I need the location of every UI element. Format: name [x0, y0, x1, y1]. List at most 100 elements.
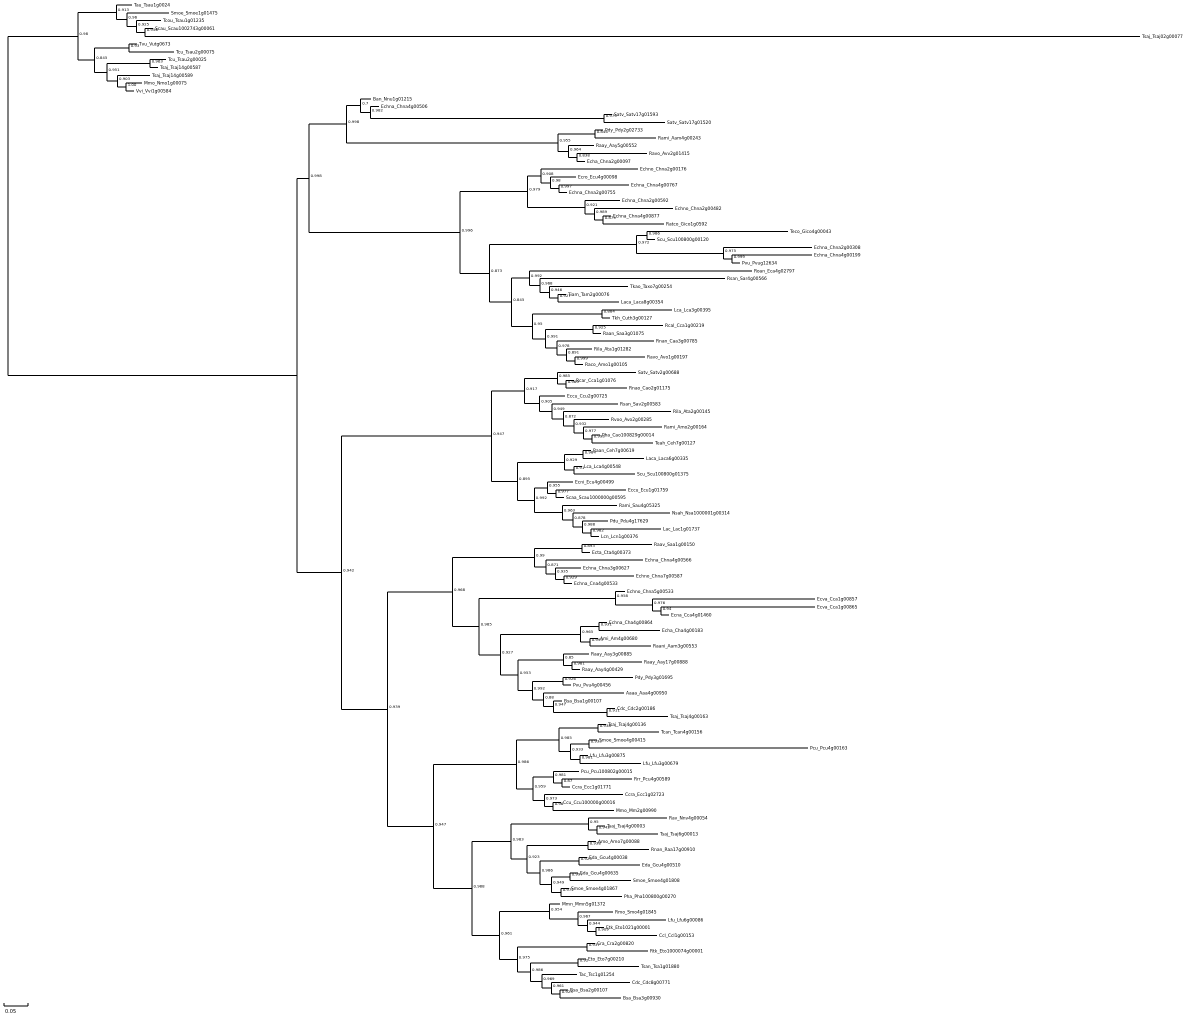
- support-value: 0.938: [590, 840, 602, 845]
- support-value: 0.979: [529, 186, 541, 191]
- support-value: 0.845: [96, 55, 108, 60]
- support-value: 0.991: [547, 334, 559, 339]
- support-value: 0.905: [541, 398, 553, 403]
- taxon-label: Raay_Aay3g00885: [591, 651, 632, 657]
- support-value: 0.986: [532, 967, 544, 972]
- taxon-label: Tsaj_Tsaj02g00077: [1141, 34, 1183, 40]
- taxon-label: Rvoo_Avo2g00285: [611, 417, 652, 423]
- support-value: 0.95: [590, 819, 599, 824]
- support-value: 0.992: [531, 273, 543, 278]
- support-value: 0.908: [542, 171, 554, 176]
- support-value: 0.988: [474, 883, 486, 888]
- support-value: 0.873: [491, 268, 503, 273]
- taxon-label: Tcu_Tsau2g00025: [167, 57, 207, 63]
- support-value: 0.988: [584, 522, 596, 527]
- support-value: 0.973: [546, 795, 558, 800]
- support-value: 0.96: [128, 14, 137, 19]
- taxon-label: Echna_Chna4g00199: [814, 253, 861, 259]
- support-value: 0.96: [555, 801, 564, 806]
- support-value: 0.871: [547, 562, 559, 567]
- support-value: 0.979: [606, 113, 618, 118]
- support-value: 0.982: [372, 107, 384, 112]
- support-value: 0.983: [513, 836, 525, 841]
- taxon-label: Pdy_Pdy2g02733: [605, 128, 643, 134]
- support-value: 0.927: [502, 650, 514, 655]
- taxon-label: Raay_Aay17g00888: [644, 659, 688, 665]
- taxon-label: Laca_Laca6g00335: [646, 456, 688, 462]
- support-value: 0.913: [118, 7, 130, 12]
- support-value: 1.00: [128, 82, 137, 87]
- support-value: 0.844: [597, 129, 609, 134]
- taxon-label: Ravo_Avo1g00197: [647, 354, 688, 360]
- support-value: 0.935: [557, 569, 569, 574]
- support-value: 0.942: [343, 568, 355, 573]
- taxon-label: Tkao_Taxo7g00254: [629, 284, 672, 290]
- support-value: 0.942: [599, 825, 611, 830]
- taxon-label: Satv_Satv2g00688: [638, 370, 680, 376]
- support-value: 0.923: [529, 854, 541, 859]
- taxon-label: Ecva_Cca1g00865: [817, 605, 858, 611]
- taxon-label: Tsaj_Tsaj4g00136: [607, 722, 646, 728]
- scale-bar-label: 0.05: [5, 1009, 16, 1015]
- support-value: 0.972: [563, 887, 575, 892]
- taxon-label: Bsa_Bsa3g00930: [623, 996, 661, 1002]
- taxon-label: Pvu_Pvu4g00456: [573, 683, 611, 689]
- taxon-label: Amo_Amo7g00088: [598, 839, 640, 845]
- taxon-label: Smoe_Smoe4g00415: [599, 737, 646, 743]
- support-value: 0.929: [581, 856, 593, 861]
- taxon-label: Pha_Pha100800g00270: [624, 894, 676, 900]
- taxon-label: Ccu_Ccu100000g00016: [563, 800, 615, 806]
- support-value: 0.878: [574, 515, 586, 520]
- support-value: 0.998: [311, 173, 323, 178]
- support-value: 0.964: [570, 146, 582, 151]
- support-value: 0.992: [534, 685, 546, 690]
- taxon-label: Scau_Scau1002743g00061: [155, 26, 215, 32]
- support-value: 0.939: [389, 704, 401, 709]
- taxon-label: Tsaj_Tsaj14g00589: [151, 73, 193, 79]
- taxon-label: Rav_Nnv4g00054: [669, 816, 708, 822]
- taxon-label: Raani_Aam3g00553: [653, 644, 697, 650]
- taxon-label: Rtk_Eto1000074g00001: [650, 949, 703, 955]
- support-value: 0.931: [601, 621, 613, 626]
- taxon-label: Raco_Amo1g00105: [585, 362, 628, 368]
- support-value: 0.965: [582, 629, 594, 634]
- taxon-label: Rcar_Cca1g01076: [576, 378, 616, 384]
- taxon-label: Eccu_Ecu1g01759: [628, 487, 668, 493]
- taxon-label: Echna_Chna4g00877: [613, 214, 660, 220]
- taxon-label: Rsan_Sar4g00566: [727, 276, 767, 282]
- support-value: 0.972: [638, 239, 650, 244]
- support-value: 0.925: [595, 324, 607, 329]
- support-value: 0.977: [585, 428, 597, 433]
- taxon-label: Tac_Tsc1g01254: [578, 972, 615, 978]
- support-value: 0.999: [577, 356, 589, 361]
- support-value: 0.911: [609, 707, 621, 712]
- taxon-label: Rnan_Caa3g00785: [656, 339, 698, 345]
- support-value: 0.903: [119, 76, 131, 81]
- taxon-label: Etk_Eto1021g00001: [606, 925, 651, 931]
- taxon-label: Pcu_Pcu100802g00015: [581, 769, 633, 775]
- taxon-label: Tsaj_Tsaj14g00587: [159, 65, 201, 71]
- support-value: 0.98: [552, 178, 561, 183]
- taxon-label: Ban_Nnu1g01215: [373, 96, 412, 102]
- taxon-label: Ravo_Avv2g01415: [649, 151, 690, 157]
- support-value: 0.933: [572, 747, 584, 752]
- support-value: 0.7: [362, 100, 369, 105]
- support-value: 0.963: [152, 58, 164, 63]
- support-value: 0.87: [564, 778, 573, 783]
- support-value: 0.927: [560, 293, 572, 298]
- support-value: 0.953: [520, 670, 532, 675]
- support-value: 0.947: [555, 702, 567, 707]
- taxon-label: Echna_Cha4g00864: [609, 620, 653, 626]
- support-value: 0.977: [558, 488, 570, 493]
- support-value: 0.955: [560, 138, 572, 143]
- taxon-label: Rnan_Raa17g00910: [651, 847, 695, 853]
- taxon-label: Ecva_Cca1g00857: [817, 597, 858, 603]
- support-value: 0.91: [576, 465, 585, 470]
- taxon-label: Eda_Gcu4g00510: [642, 863, 681, 869]
- support-value: 0.947: [493, 431, 505, 436]
- support-value: 0.949: [553, 879, 565, 884]
- support-value: 0.989: [596, 209, 608, 214]
- taxon-label: Tsaj_Tsaj4g00163: [669, 714, 708, 720]
- taxon-label: Cdc_Cdc2g00186: [617, 706, 655, 712]
